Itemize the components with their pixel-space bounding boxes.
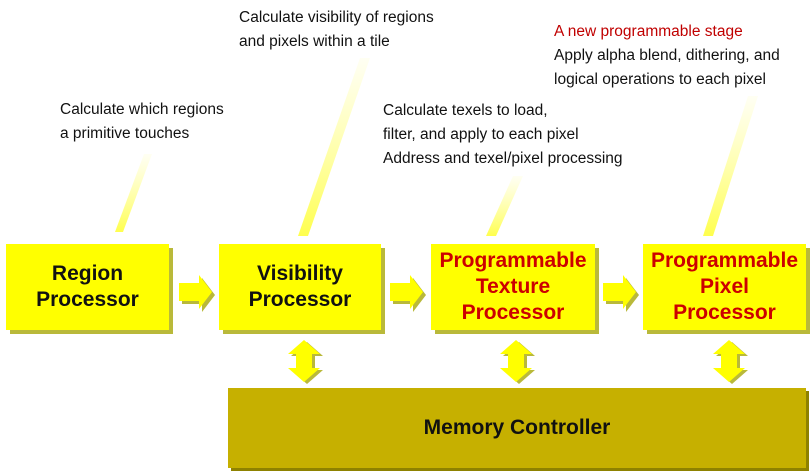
annotation-line: filter, and apply to each pixel xyxy=(383,126,579,143)
annotation-line: Address and texel/pixel processing xyxy=(383,150,623,167)
stage-label-line: Pixel xyxy=(699,275,750,298)
annotation-highlight: A new programmable stage xyxy=(554,23,743,40)
annotation-line: Calculate which regions xyxy=(60,101,224,118)
double-arrow-visibility-memory xyxy=(288,340,323,384)
annotation-line: and pixels within a tile xyxy=(239,33,390,50)
stage-label-line: Processor xyxy=(36,288,139,311)
annotation-line: logical operations to each pixel xyxy=(554,71,766,88)
pixel-processor-box: Programmable Pixel Processor xyxy=(643,244,806,330)
annotation-texture: Calculate texels to load, filter, and ap… xyxy=(383,99,623,171)
double-arrow-pixel-memory xyxy=(713,340,748,384)
stage-label-line: Processor xyxy=(461,301,565,324)
texture-processor-label: Programmable Texture Processor xyxy=(439,248,586,326)
arrow-texture-to-pixel xyxy=(603,275,639,312)
memory-controller-box: Memory Controller xyxy=(228,388,806,468)
stage-label-line: Texture xyxy=(475,275,551,298)
stage-label-line: Region xyxy=(51,262,124,285)
pixel-processor-label: Programmable Pixel Processor xyxy=(651,248,798,326)
annotation-line: Apply alpha blend, dithering, and xyxy=(554,47,780,64)
arrow-visibility-to-texture xyxy=(390,275,426,312)
stage-label-line: Programmable xyxy=(439,249,587,272)
annotation-pixel: A new programmable stage Apply alpha ble… xyxy=(554,20,780,92)
visibility-processor-box: Visibility Processor xyxy=(219,244,381,330)
callout-line-visibility xyxy=(298,58,370,236)
arrow-region-to-visibility xyxy=(179,275,215,312)
annotation-visibility: Calculate visibility of regions and pixe… xyxy=(239,6,434,54)
annotation-line: Calculate visibility of regions xyxy=(239,9,434,26)
stage-label-line: Visibility xyxy=(257,262,343,285)
memory-controller-label: Memory Controller xyxy=(423,416,611,439)
annotation-region: Calculate which regions a primitive touc… xyxy=(60,98,224,146)
double-arrow-texture-memory xyxy=(500,340,535,384)
stage-label-line: Programmable xyxy=(650,249,799,272)
callout-line-texture xyxy=(486,176,523,236)
annotation-line: a primitive touches xyxy=(60,125,190,142)
callout-line-pixel xyxy=(703,96,758,236)
callout-line-region xyxy=(115,154,152,232)
region-processor-label: Region Processor xyxy=(36,261,139,313)
annotation-line: Calculate texels to load, xyxy=(383,102,548,119)
texture-processor-box: Programmable Texture Processor xyxy=(431,244,595,330)
visibility-processor-label: Visibility Processor xyxy=(249,261,352,313)
stage-label-line: Processor xyxy=(673,301,776,324)
region-processor-box: Region Processor xyxy=(6,244,169,330)
stage-label-line: Processor xyxy=(248,288,352,311)
